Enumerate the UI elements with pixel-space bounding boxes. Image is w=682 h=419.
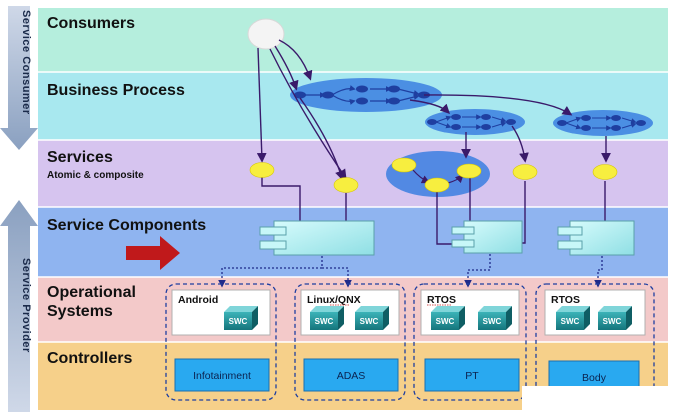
svg-text:SWC: SWC: [603, 317, 622, 326]
side-arrow-consumer: Service Consumer: [0, 6, 38, 150]
service-node: [424, 177, 450, 193]
band-services: [38, 140, 668, 207]
controller-box-infotainment: [174, 358, 270, 392]
service-component-1: [259, 220, 375, 256]
swc-block: SWC: [224, 306, 258, 330]
layer-title-operational-systems: Operational Systems: [47, 284, 140, 320]
layer-title-business-process: Business Process: [47, 82, 185, 99]
service-node: [592, 164, 618, 180]
svg-text:SWC: SWC: [315, 317, 334, 326]
controller-box-adas: [303, 358, 399, 392]
os-name-android: Android: [178, 294, 218, 306]
swc-block: SWC: [310, 306, 344, 330]
service-node: [512, 164, 538, 180]
layer-subtitle-services: Atomic & composite: [47, 170, 144, 181]
component-os-links: [218, 254, 603, 288]
svg-text:SWC: SWC: [483, 317, 502, 326]
side-arrow-provider: Service Provider: [0, 200, 38, 412]
os-name-rtos-pt: RTOS: [427, 294, 456, 306]
process-flow-3: [565, 115, 637, 131]
red-arrow-icon: [126, 236, 180, 270]
svg-text:SWC: SWC: [229, 317, 248, 326]
os-name-rtos-body: RTOS: [551, 294, 580, 306]
process-clusters: [290, 78, 653, 197]
service-node: [249, 162, 275, 178]
controller-label-pt: PT: [465, 370, 479, 382]
band-consumers: [38, 8, 668, 72]
ecu-group-infotainment: [165, 283, 277, 401]
ecu-group-pt: [413, 283, 527, 401]
consumer-node: [247, 18, 285, 50]
layer-title-services: Services: [47, 149, 113, 166]
controller-label-body: Body: [582, 372, 607, 384]
side-label-provider: Service Provider: [20, 258, 32, 353]
swc-block: SWC: [431, 306, 465, 330]
layer-bands: [38, 8, 668, 410]
service-node: [391, 157, 417, 173]
svg-text:SWC: SWC: [360, 317, 379, 326]
controller-label-infotainment: Infotainment: [193, 370, 251, 382]
swc-block: SWC: [355, 306, 389, 330]
process-nodes-2: [427, 114, 516, 130]
service-node: [456, 163, 482, 179]
swc-block: SWC: [478, 306, 512, 330]
layer-title-controllers: Controllers: [47, 350, 132, 367]
svg-text:SWC: SWC: [436, 317, 455, 326]
controller-label-adas: ADAS: [337, 370, 366, 382]
process-cluster-main: [290, 78, 442, 112]
side-label-consumer: Service Consumer: [20, 10, 32, 115]
process-cluster-2: [425, 109, 525, 135]
swc-block: SWC: [556, 306, 590, 330]
process-cluster-3: [553, 110, 653, 136]
swc-block: SWC: [598, 306, 632, 330]
service-component-2: [451, 220, 523, 254]
layer-title-operational-line2: Systems: [47, 303, 113, 320]
process-flow-2: [435, 114, 507, 130]
service-component-3: [557, 220, 635, 256]
layer-title-operational-line1: Operational: [47, 284, 136, 301]
process-flow-main: [300, 85, 420, 105]
os-name-linux: Linux/QNX: [307, 294, 361, 306]
layer-title-consumers: Consumers: [47, 15, 135, 32]
controller-box-pt: [424, 358, 520, 392]
swc-blocks: SWC SWC SWC SWC SWC: [224, 306, 632, 330]
layer-title-service-components: Service Components: [47, 217, 206, 234]
layer-titles: Consumers Business Process Services Atom…: [47, 15, 206, 367]
service-components: [259, 220, 635, 256]
service-nodes: [249, 157, 618, 193]
service-node: [333, 177, 359, 193]
svg-text:SWC: SWC: [561, 317, 580, 326]
corner-patch: [522, 386, 682, 419]
process-nodes-3: [557, 115, 646, 131]
ecu-group-adas: [294, 283, 406, 401]
